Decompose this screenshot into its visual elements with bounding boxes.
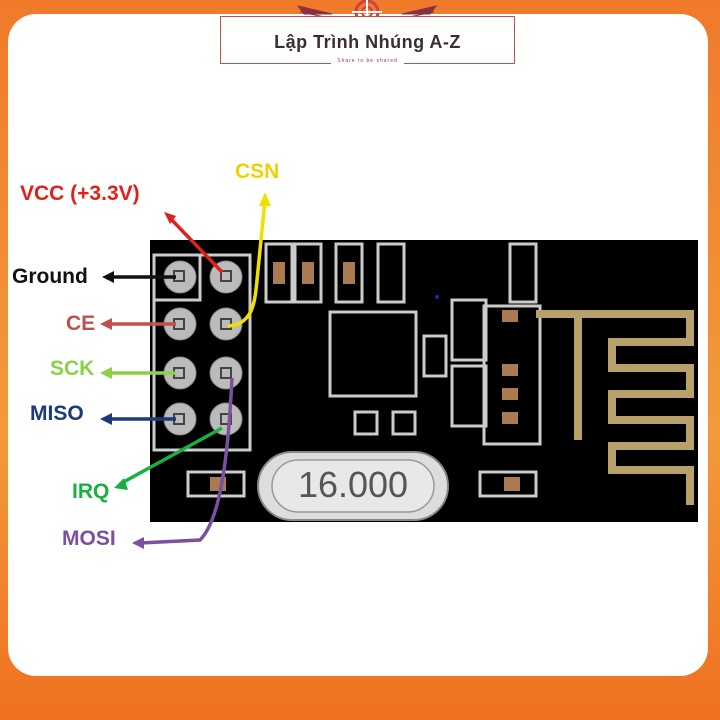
pin-label-ce: CE	[66, 312, 96, 335]
pin-label-csn: CSN	[235, 160, 280, 183]
pin-label-irq: IRQ	[72, 480, 110, 503]
arrow-heads	[100, 192, 271, 549]
crystal-frequency-label: 16.000	[297, 464, 409, 505]
logo-frame	[220, 16, 515, 64]
logo-tagline: Share to be shared	[331, 58, 404, 64]
pin-label-sck: SCK	[50, 357, 95, 380]
pin-label-ground: Ground	[12, 265, 88, 288]
pin-label-miso: MISO	[30, 402, 84, 425]
brand-logo: Lập Trình Nhúng A-Z Share to be shared	[220, 0, 515, 66]
crystal-oscillator	[257, 451, 449, 521]
pin-wires	[108, 199, 267, 545]
pin-label-vcc: VCC (+3.3V)	[20, 182, 140, 205]
pcb-board	[150, 240, 698, 522]
pin-label-mosi: MOSI	[62, 527, 116, 550]
logo-title: Lập Trình Nhúng A-Z	[274, 32, 461, 52]
